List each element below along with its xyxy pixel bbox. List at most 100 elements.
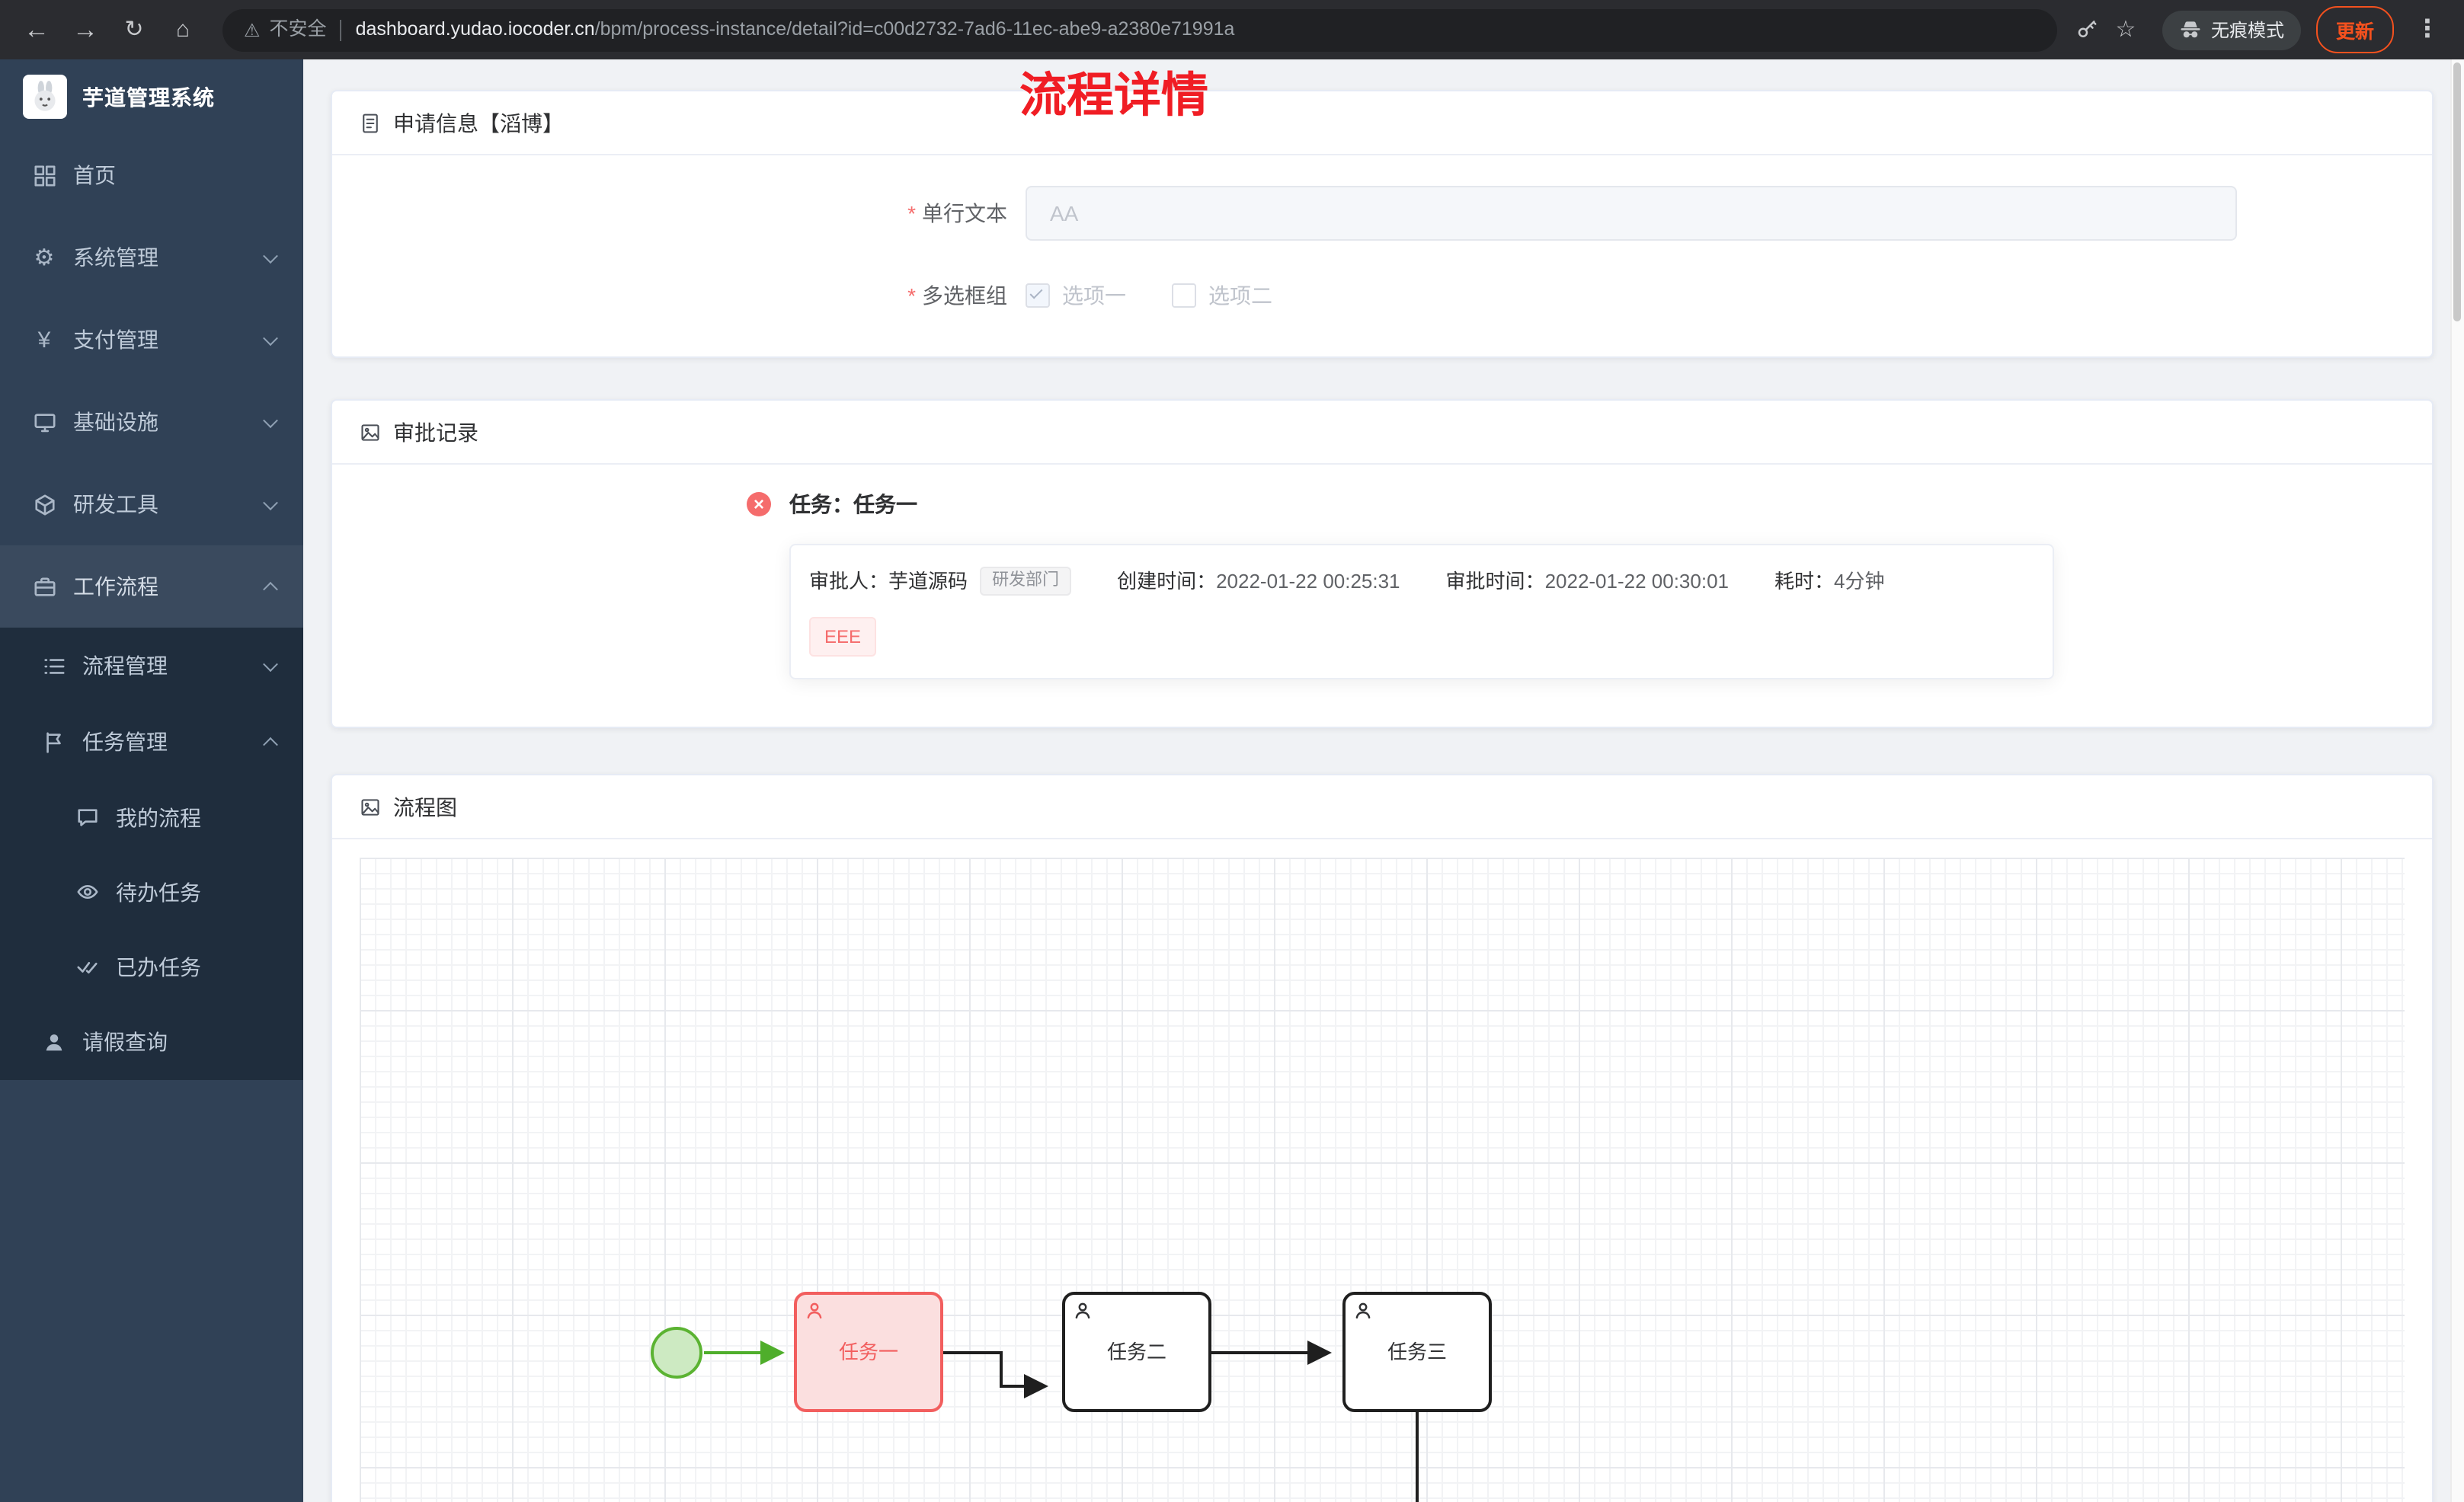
task-node-1[interactable]: 任务一: [794, 1292, 943, 1412]
chevron-down-icon: [263, 248, 278, 264]
sidebar-item-label: 首页: [73, 165, 116, 186]
audit-detail-box: 审批人： 芋道源码 研发部门 创建时间： 2022-01-22 00:25:31…: [789, 544, 2054, 679]
task-node-3[interactable]: 任务三: [1342, 1292, 1492, 1412]
checkbox-option-1[interactable]: 选项一: [1026, 283, 1126, 308]
app-title: 芋道管理系统: [82, 85, 215, 109]
apply-form: *单行文本 *多选框组 选项一 选项二: [332, 155, 2432, 356]
sidebar-item-label: 支付管理: [73, 329, 158, 350]
url-text: dashboard.yudao.iocoder.cn/bpm/process-i…: [355, 18, 1235, 40]
sidebar-item-done-tasks[interactable]: 已办任务: [0, 929, 303, 1004]
sidebar-item-label: 工作流程: [73, 576, 158, 597]
bookmark-star-icon[interactable]: ☆: [2115, 17, 2136, 43]
task-node-label: 任务三: [1387, 1341, 1447, 1363]
double-check-icon: [73, 955, 101, 978]
home-icon[interactable]: ⌂: [175, 17, 190, 43]
gear-icon: ⚙: [34, 244, 55, 270]
person-icon: [40, 1031, 67, 1053]
page-title: 流程详情: [1019, 69, 1208, 122]
sidebar-item-home[interactable]: 首页: [0, 134, 303, 216]
audit-detail-row: 审批人： 芋道源码 研发部门 创建时间： 2022-01-22 00:25:31…: [809, 567, 2034, 596]
chat-bubble-icon: [73, 806, 101, 829]
forward-icon[interactable]: →: [72, 15, 98, 44]
sidebar-item-label: 系统管理: [73, 247, 158, 268]
sidebar-item-task-management[interactable]: 任务管理: [0, 704, 303, 780]
task-node-2[interactable]: 任务二: [1062, 1292, 1211, 1412]
checkbox-option-label: 选项一: [1062, 283, 1126, 308]
sidebar-item-infrastructure[interactable]: 基础设施: [0, 381, 303, 463]
process-diagram-card: 流程图: [331, 774, 2434, 1502]
sidebar-item-devtools[interactable]: 研发工具: [0, 463, 303, 545]
audit-card-title: 审批记录: [393, 420, 478, 444]
scrollbar[interactable]: [2450, 59, 2464, 1502]
chevron-down-icon: [263, 494, 278, 510]
sidebar-menu: 首页 ⚙ 系统管理 ¥ 支付管理 基础设施: [0, 134, 303, 1080]
sidebar-item-my-process[interactable]: 我的流程: [0, 780, 303, 855]
task-title: 任务：任务一: [789, 492, 917, 516]
required-marker: *: [907, 201, 916, 225]
diagram-card-header: 流程图: [332, 775, 2432, 839]
field-label-text: 单行文本: [922, 201, 1007, 225]
audit-card-header: 审批记录: [332, 401, 2432, 465]
briefcase-icon: [30, 575, 58, 598]
duration-value: 4分钟: [1834, 570, 1885, 593]
user-task-icon: [1353, 1301, 1373, 1321]
sidebar-item-workflow[interactable]: 工作流程: [0, 545, 303, 628]
create-time-label: 创建时间：: [1117, 570, 1217, 593]
more-menu-icon[interactable]: ⋮: [2415, 16, 2440, 42]
audit-time-group: 审批时间： 2022-01-22 00:30:01: [1446, 571, 1729, 591]
sidebar-item-process-management[interactable]: 流程管理: [0, 628, 303, 704]
record-icon: [360, 421, 381, 443]
password-key-icon[interactable]: [2075, 18, 2098, 41]
form-row-checkbox: *多选框组 选项一 选项二: [332, 280, 2432, 311]
sidebar-item-payment[interactable]: ¥ 支付管理: [0, 299, 303, 381]
flag-icon: [40, 730, 67, 753]
checkbox-option-2[interactable]: 选项二: [1172, 283, 1272, 308]
sidebar-item-label: 研发工具: [73, 494, 158, 515]
start-event-node[interactable]: [651, 1327, 702, 1379]
audit-timeline: × 任务：任务一 审批人： 芋道源码 研发部门 创建时间： 2022-01-22: [332, 465, 2432, 727]
sidebar-item-todo-tasks[interactable]: 待办任务: [0, 855, 303, 929]
address-bar[interactable]: ⚠ 不安全 dashboard.yudao.iocoder.cn/bpm/pro…: [222, 8, 2057, 51]
not-secure-label[interactable]: 不安全: [269, 18, 327, 40]
approver-label: 审批人：: [809, 570, 889, 593]
chevron-down-icon: [263, 656, 278, 672]
app-frame: 芋道管理系统 首页 ⚙ 系统管理 ¥ 支付管理: [0, 59, 2464, 1502]
duration-group: 耗时： 4分钟: [1774, 571, 1885, 591]
url-domain: dashboard.yudao.iocoder.cn: [355, 18, 595, 40]
omnibox-divider: [340, 19, 342, 40]
sidebar-item-label: 任务管理: [82, 731, 168, 753]
dashboard-icon: [30, 164, 58, 187]
apply-info-card: 申请信息【滔博】 *单行文本 *多选框组 选项一: [331, 90, 2434, 358]
scrollbar-thumb[interactable]: [2453, 62, 2461, 321]
sidebar-item-system[interactable]: ⚙ 系统管理: [0, 216, 303, 299]
chevron-down-icon: [263, 412, 278, 428]
sidebar-item-label: 已办任务: [116, 956, 201, 977]
apply-card-title: 申请信息【滔博】: [393, 110, 564, 135]
task-node-label: 任务一: [838, 1341, 898, 1363]
checkbox-unchecked-icon: [1172, 283, 1196, 308]
update-button[interactable]: 更新: [2315, 6, 2394, 53]
refresh-icon[interactable]: ↻: [124, 17, 144, 43]
chevron-up-icon: [263, 580, 278, 596]
duration-label: 耗时：: [1774, 570, 1835, 593]
single-line-text-input[interactable]: [1026, 186, 2237, 241]
audit-record-card: 审批记录 × 任务：任务一 审批人： 芋道源码 研发部门: [331, 399, 2434, 728]
form-row-text: *单行文本: [332, 186, 2432, 241]
bpmn-canvas[interactable]: 任务一 任务二 任务三: [360, 858, 2405, 1502]
incognito-icon: [2179, 18, 2202, 41]
required-marker: *: [907, 283, 916, 308]
sidebar-item-label: 流程管理: [82, 655, 168, 676]
task-error-icon: ×: [747, 492, 771, 516]
toolbox-icon: [30, 493, 58, 516]
back-icon[interactable]: ←: [24, 15, 50, 44]
app-logo[interactable]: 芋道管理系统: [0, 59, 303, 134]
document-icon: [360, 112, 381, 133]
checkbox-option-label: 选项二: [1208, 283, 1272, 308]
sidebar-item-label: 基础设施: [73, 411, 158, 433]
main-content: 流程详情 申请信息【滔博】 *单行文本 *多选框组: [303, 59, 2464, 1502]
reason-tag: EEE: [809, 617, 877, 657]
flow-task1-to-task2: [943, 1351, 1048, 1398]
sidebar-item-leave-query[interactable]: 请假查询: [0, 1004, 303, 1080]
apply-card-header: 申请信息【滔博】: [332, 91, 2432, 155]
